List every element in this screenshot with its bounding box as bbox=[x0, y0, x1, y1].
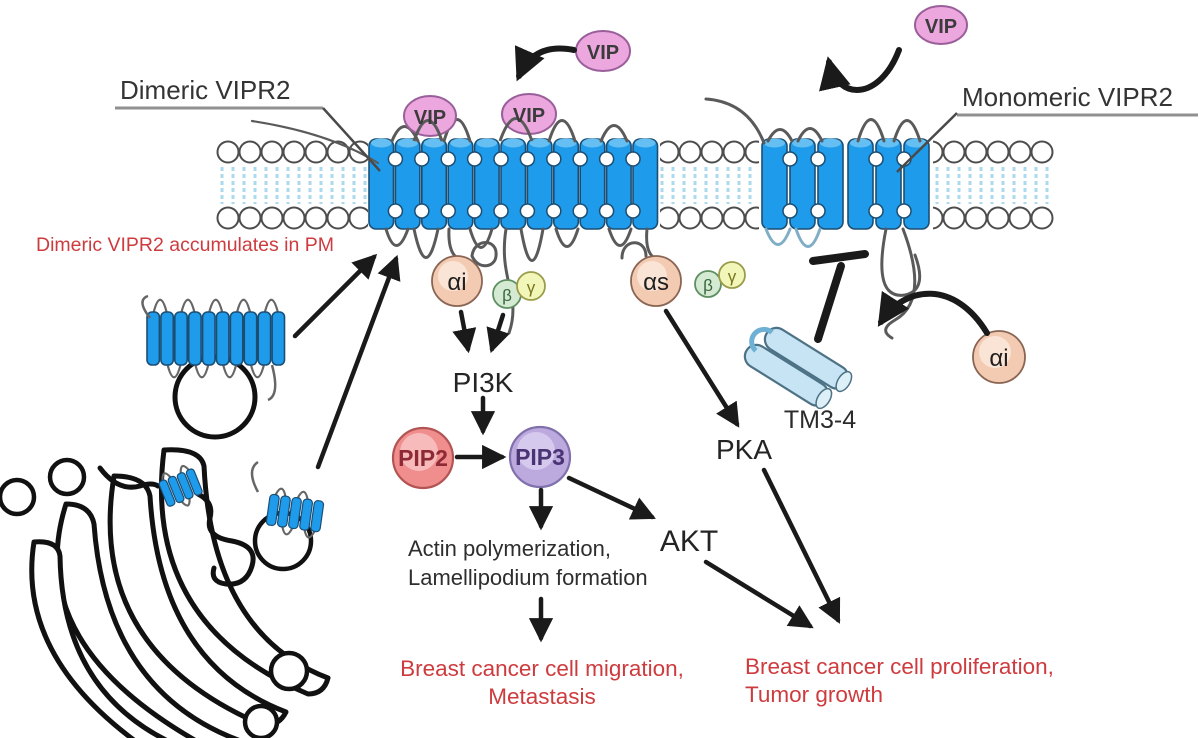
tgn-membrane-b bbox=[195, 491, 256, 587]
golgi-cisternae bbox=[29, 447, 331, 738]
pathway-nodes: PI3K PIP2 PIP3 AKT PKA bbox=[391, 367, 772, 558]
tm3-4-cylinders bbox=[743, 326, 853, 410]
g-beta-left-label: β bbox=[502, 286, 512, 305]
migration-outcome-line2: Metastasis bbox=[488, 684, 596, 709]
inhibition-tbar bbox=[809, 250, 869, 343]
g-alpha-i-highlight bbox=[438, 261, 468, 291]
transport-vesicle-large bbox=[172, 354, 258, 440]
actin-polymerization-line1: Actin polymerization, bbox=[408, 536, 611, 561]
arrow-betagamma-to-pi3k bbox=[486, 312, 510, 354]
curved-arrows bbox=[514, 45, 990, 336]
g-gamma-right bbox=[718, 261, 746, 289]
g-alpha-s-highlight bbox=[637, 261, 667, 291]
monomeric-vipr2-label: Monomeric VIPR2 bbox=[962, 82, 1173, 112]
tm3-4-peptide: TM3-4 bbox=[743, 250, 869, 434]
tm4-cap bbox=[815, 387, 833, 410]
small-receptor-tail bbox=[250, 460, 260, 493]
arrow-alphas-to-pka bbox=[663, 308, 740, 428]
loop-over-vip1 bbox=[412, 119, 444, 142]
vesicle-receptor-tail-right bbox=[267, 364, 277, 402]
vip-label-free-left: VIP bbox=[587, 42, 619, 64]
vip-ligand-bound-1 bbox=[403, 95, 457, 137]
pka-label: PKA bbox=[716, 434, 772, 465]
arrow-vip-binding bbox=[514, 45, 577, 82]
pip3-highlight bbox=[517, 432, 555, 470]
tm3-cap bbox=[835, 370, 853, 393]
monomeric-vipr2-receptor-a bbox=[761, 138, 844, 230]
loop-over-vip2 bbox=[498, 117, 534, 142]
golgi-apparatus bbox=[0, 294, 331, 738]
pip3-label: PIP3 bbox=[515, 444, 565, 470]
proliferation-outcome-line2: Tumor growth bbox=[745, 682, 883, 707]
arrow-pip3-to-akt bbox=[566, 475, 656, 520]
dimeric-vipr2-receptor bbox=[368, 138, 659, 230]
nascent-receptor-tgn bbox=[158, 464, 203, 507]
vip-label-free-right: VIP bbox=[925, 16, 957, 38]
g-gamma-left-label: γ bbox=[527, 278, 536, 297]
g-beta-right-label: β bbox=[703, 276, 713, 295]
proliferation-outcome-line1: Breast cancer cell proliferation, bbox=[745, 654, 1054, 679]
arrow-alphai-to-pi3k bbox=[452, 309, 477, 354]
g-gamma-left bbox=[516, 271, 546, 301]
monomeric-intracellular-loops bbox=[764, 227, 822, 248]
pip2-label: PIP2 bbox=[398, 445, 448, 471]
arrow-vip-release bbox=[819, 47, 902, 93]
labels: Dimeric VIPR2 Monomeric VIPR2 Dimeric VI… bbox=[36, 75, 1198, 256]
akt-label: AKT bbox=[660, 525, 718, 558]
dimeric-receptor-in-vesicle bbox=[146, 298, 286, 379]
g-gamma-right-label: γ bbox=[728, 267, 737, 286]
migration-outcome-line1: Breast cancer cell migration, bbox=[400, 656, 684, 681]
pip2-highlight bbox=[400, 433, 438, 471]
monomeric-leader-line bbox=[896, 112, 958, 173]
g-alpha-i-label: αi bbox=[447, 269, 466, 296]
dimeric-leader-line bbox=[322, 107, 381, 172]
pathway-arrows bbox=[292, 253, 841, 643]
g-beta-right bbox=[694, 270, 722, 298]
arrow-pka-to-proliferation bbox=[761, 467, 841, 624]
pm-accumulation-note: Dimeric VIPR2 accumulates in PM bbox=[36, 234, 334, 256]
arrow-vesicle-to-pm-1 bbox=[292, 253, 378, 339]
arrow-alphai-recruitment bbox=[877, 290, 990, 336]
monomeric-vipr2-receptor-b bbox=[847, 138, 930, 230]
vip-label-bound-2: VIP bbox=[513, 105, 545, 127]
vip-label-bound-1: VIP bbox=[414, 107, 446, 129]
g-alpha-s-label: αs bbox=[643, 269, 669, 296]
g-alpha-i-released-highlight bbox=[979, 336, 1011, 368]
tm3-4-linker-loop bbox=[749, 326, 774, 353]
free-vip-ligands: VIP VIP bbox=[575, 5, 968, 72]
g-protein-subunits: αi β γ αs β γ αi bbox=[431, 255, 1026, 384]
arrow-vesicle-to-pm-2 bbox=[315, 254, 401, 470]
tm3-4-label: TM3-4 bbox=[784, 406, 856, 434]
receptor-in-small-vesicle bbox=[265, 487, 325, 539]
g-alpha-i-released-label: αi bbox=[989, 345, 1008, 372]
outcome-texts: Actin polymerization, Lamellipodium form… bbox=[400, 536, 1054, 709]
arrow-akt-to-proliferation bbox=[703, 559, 814, 629]
tgn-membrane-a bbox=[97, 465, 161, 490]
vesicle-receptor-tail-left bbox=[141, 294, 151, 319]
bound-vip-ligands: VIP VIP bbox=[403, 93, 557, 142]
actin-polymerization-line2: Lamellipodium formation bbox=[408, 565, 648, 590]
vip-ligand-free-right bbox=[914, 5, 968, 45]
golgi-vesicles bbox=[0, 457, 310, 738]
dimeric-vipr2-label: Dimeric VIPR2 bbox=[120, 75, 290, 105]
extracellular-loops bbox=[250, 97, 922, 165]
pi3k-label: PI3K bbox=[453, 367, 514, 398]
